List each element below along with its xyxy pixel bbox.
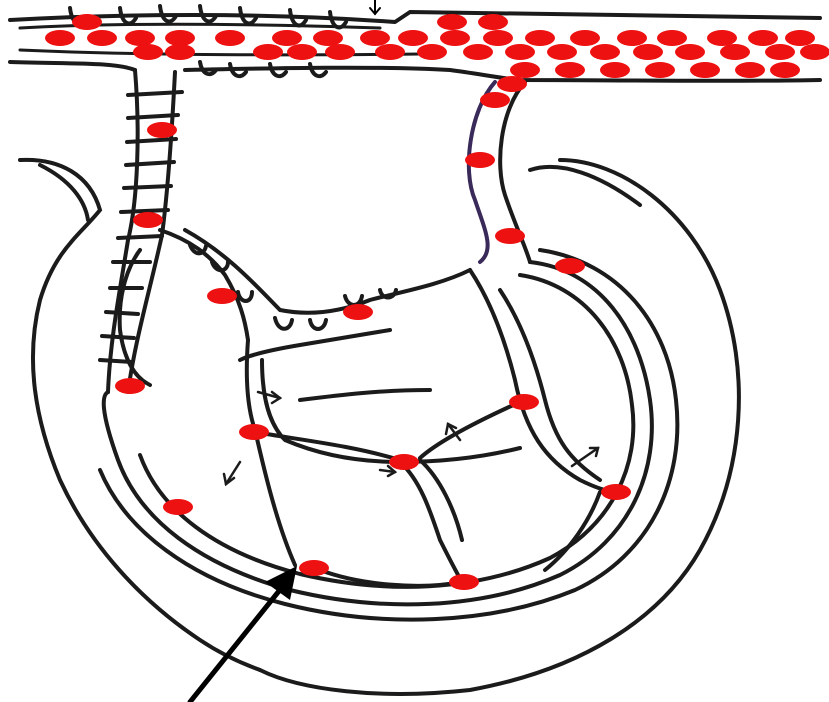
red-blood-cell (748, 30, 778, 46)
red-blood-cell (483, 30, 513, 46)
red-blood-cell (133, 212, 163, 228)
flow-arrow (258, 392, 280, 403)
red-blood-cell (675, 44, 705, 60)
red-blood-cell (600, 62, 630, 78)
red-blood-cell (313, 30, 343, 46)
red-blood-cell (510, 62, 540, 78)
arrow-up-right-icon (190, 566, 297, 702)
red-blood-cell (547, 44, 577, 60)
red-blood-cell (147, 122, 177, 138)
red-blood-cell (525, 30, 555, 46)
red-blood-cells (45, 14, 829, 590)
red-blood-cell (645, 62, 675, 78)
red-blood-cell (163, 499, 193, 515)
red-blood-cell (478, 14, 508, 30)
red-blood-cell (215, 30, 245, 46)
red-blood-cell (449, 574, 479, 590)
red-blood-cell (601, 484, 631, 500)
red-blood-cell (690, 62, 720, 78)
flow-arrow (224, 462, 240, 484)
red-blood-cell (765, 44, 795, 60)
red-blood-cell (375, 44, 405, 60)
red-blood-cell (325, 44, 355, 60)
red-blood-cell (125, 30, 155, 46)
red-blood-cell (800, 44, 829, 60)
red-blood-cell (495, 228, 525, 244)
red-blood-cell (165, 30, 195, 46)
flow-arrow (380, 466, 395, 476)
red-blood-cell (785, 30, 815, 46)
red-blood-cell (707, 30, 737, 46)
red-blood-cell (287, 44, 317, 60)
red-blood-cell (253, 44, 283, 60)
red-blood-cell (657, 30, 687, 46)
red-blood-cell (463, 44, 493, 60)
red-blood-cell (389, 454, 419, 470)
arteriole (108, 70, 470, 392)
red-blood-cell (87, 30, 117, 46)
capillary-network (100, 250, 677, 620)
red-blood-cell (437, 14, 467, 30)
red-blood-cell (505, 44, 535, 60)
red-blood-cell (343, 304, 373, 320)
red-blood-cell (360, 30, 390, 46)
arrow-down-icon (370, 0, 380, 14)
flow-arrow (572, 448, 598, 466)
red-blood-cell (272, 30, 302, 46)
outer-capillary-ring (104, 262, 652, 604)
red-blood-cell (555, 258, 585, 274)
red-blood-cell (770, 62, 800, 78)
red-blood-cell (440, 30, 470, 46)
venule-left-wall (469, 82, 495, 262)
red-blood-cell (239, 424, 269, 440)
red-blood-cell (555, 62, 585, 78)
red-blood-cell (570, 30, 600, 46)
red-blood-cell (299, 560, 329, 576)
red-blood-cell (590, 44, 620, 60)
red-blood-cell (480, 92, 510, 108)
red-blood-cell (465, 152, 495, 168)
red-blood-cell (398, 30, 428, 46)
red-blood-cell (165, 44, 195, 60)
red-blood-cell (115, 378, 145, 394)
red-blood-cell (207, 288, 237, 304)
red-blood-cell (720, 44, 750, 60)
red-blood-cell (497, 76, 527, 92)
red-blood-cell (417, 44, 447, 60)
red-blood-cell (133, 44, 163, 60)
red-blood-cell (45, 30, 75, 46)
red-blood-cell (633, 44, 663, 60)
red-blood-cell (72, 14, 102, 30)
red-blood-cell (617, 30, 647, 46)
red-blood-cell (509, 394, 539, 410)
red-blood-cell (735, 62, 765, 78)
